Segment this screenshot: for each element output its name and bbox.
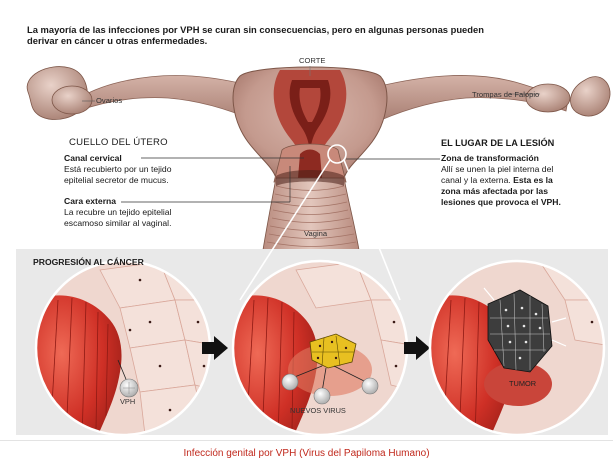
zona-desc-3: zona más afectada por las [441, 186, 548, 196]
vagina-label: Vagina [304, 229, 328, 238]
caption-divider [0, 440, 613, 441]
zona-desc-2b: Esta es la [513, 175, 553, 185]
zona-desc-2a: canal y la externa. [441, 175, 511, 185]
intro-text: La mayoría de las infecciones por VPH se… [27, 24, 607, 47]
vph-label: VPH [120, 397, 136, 406]
zona-desc-4: lesiones que provoca el VPH. [441, 197, 561, 207]
tumor-label: TUMOR [509, 379, 537, 388]
corte-label: CORTE [299, 56, 326, 65]
cara-externa-desc-1: La recubre un tejido epitelial [64, 207, 172, 217]
nuevos-virus-label: NUEVOS VIRUS [290, 406, 346, 415]
figure-caption: Infección genital por VPH (Virus del Pap… [183, 448, 430, 459]
canal-cervical-desc-1: Está recubierto por un tejido [64, 164, 172, 174]
canal-cervical-desc-2: epitelial secretor de mucus. [64, 175, 169, 185]
ovarios-label: Ovarios [96, 96, 123, 105]
cara-externa-title: Cara externa [64, 196, 117, 206]
cara-externa-desc-2: escamoso similar al vaginal. [64, 218, 172, 228]
lesion-title: EL LUGAR DE LA LESIÓN [441, 138, 555, 148]
canal-cervical-title: Canal cervical [64, 153, 122, 163]
cuello-title: CUELLO DEL ÚTERO [69, 137, 168, 148]
intro-line-1: La mayoría de las infecciones por VPH se… [27, 24, 484, 35]
zona-title: Zona de transformación [441, 153, 539, 163]
progression-arrow-1 [202, 336, 228, 360]
progression-arrow-2 [404, 336, 430, 360]
zona-desc-2: canal y la externa. Esta es la [441, 175, 553, 186]
trompas-label: Trompas de Falopio [472, 90, 540, 99]
zona-desc-1: Allí se unen la piel interna del [441, 164, 554, 174]
progression-title: PROGRESIÓN AL CÁNCER [33, 257, 144, 267]
intro-line-2: derivar en cáncer u otras enfermedades. [27, 35, 208, 47]
